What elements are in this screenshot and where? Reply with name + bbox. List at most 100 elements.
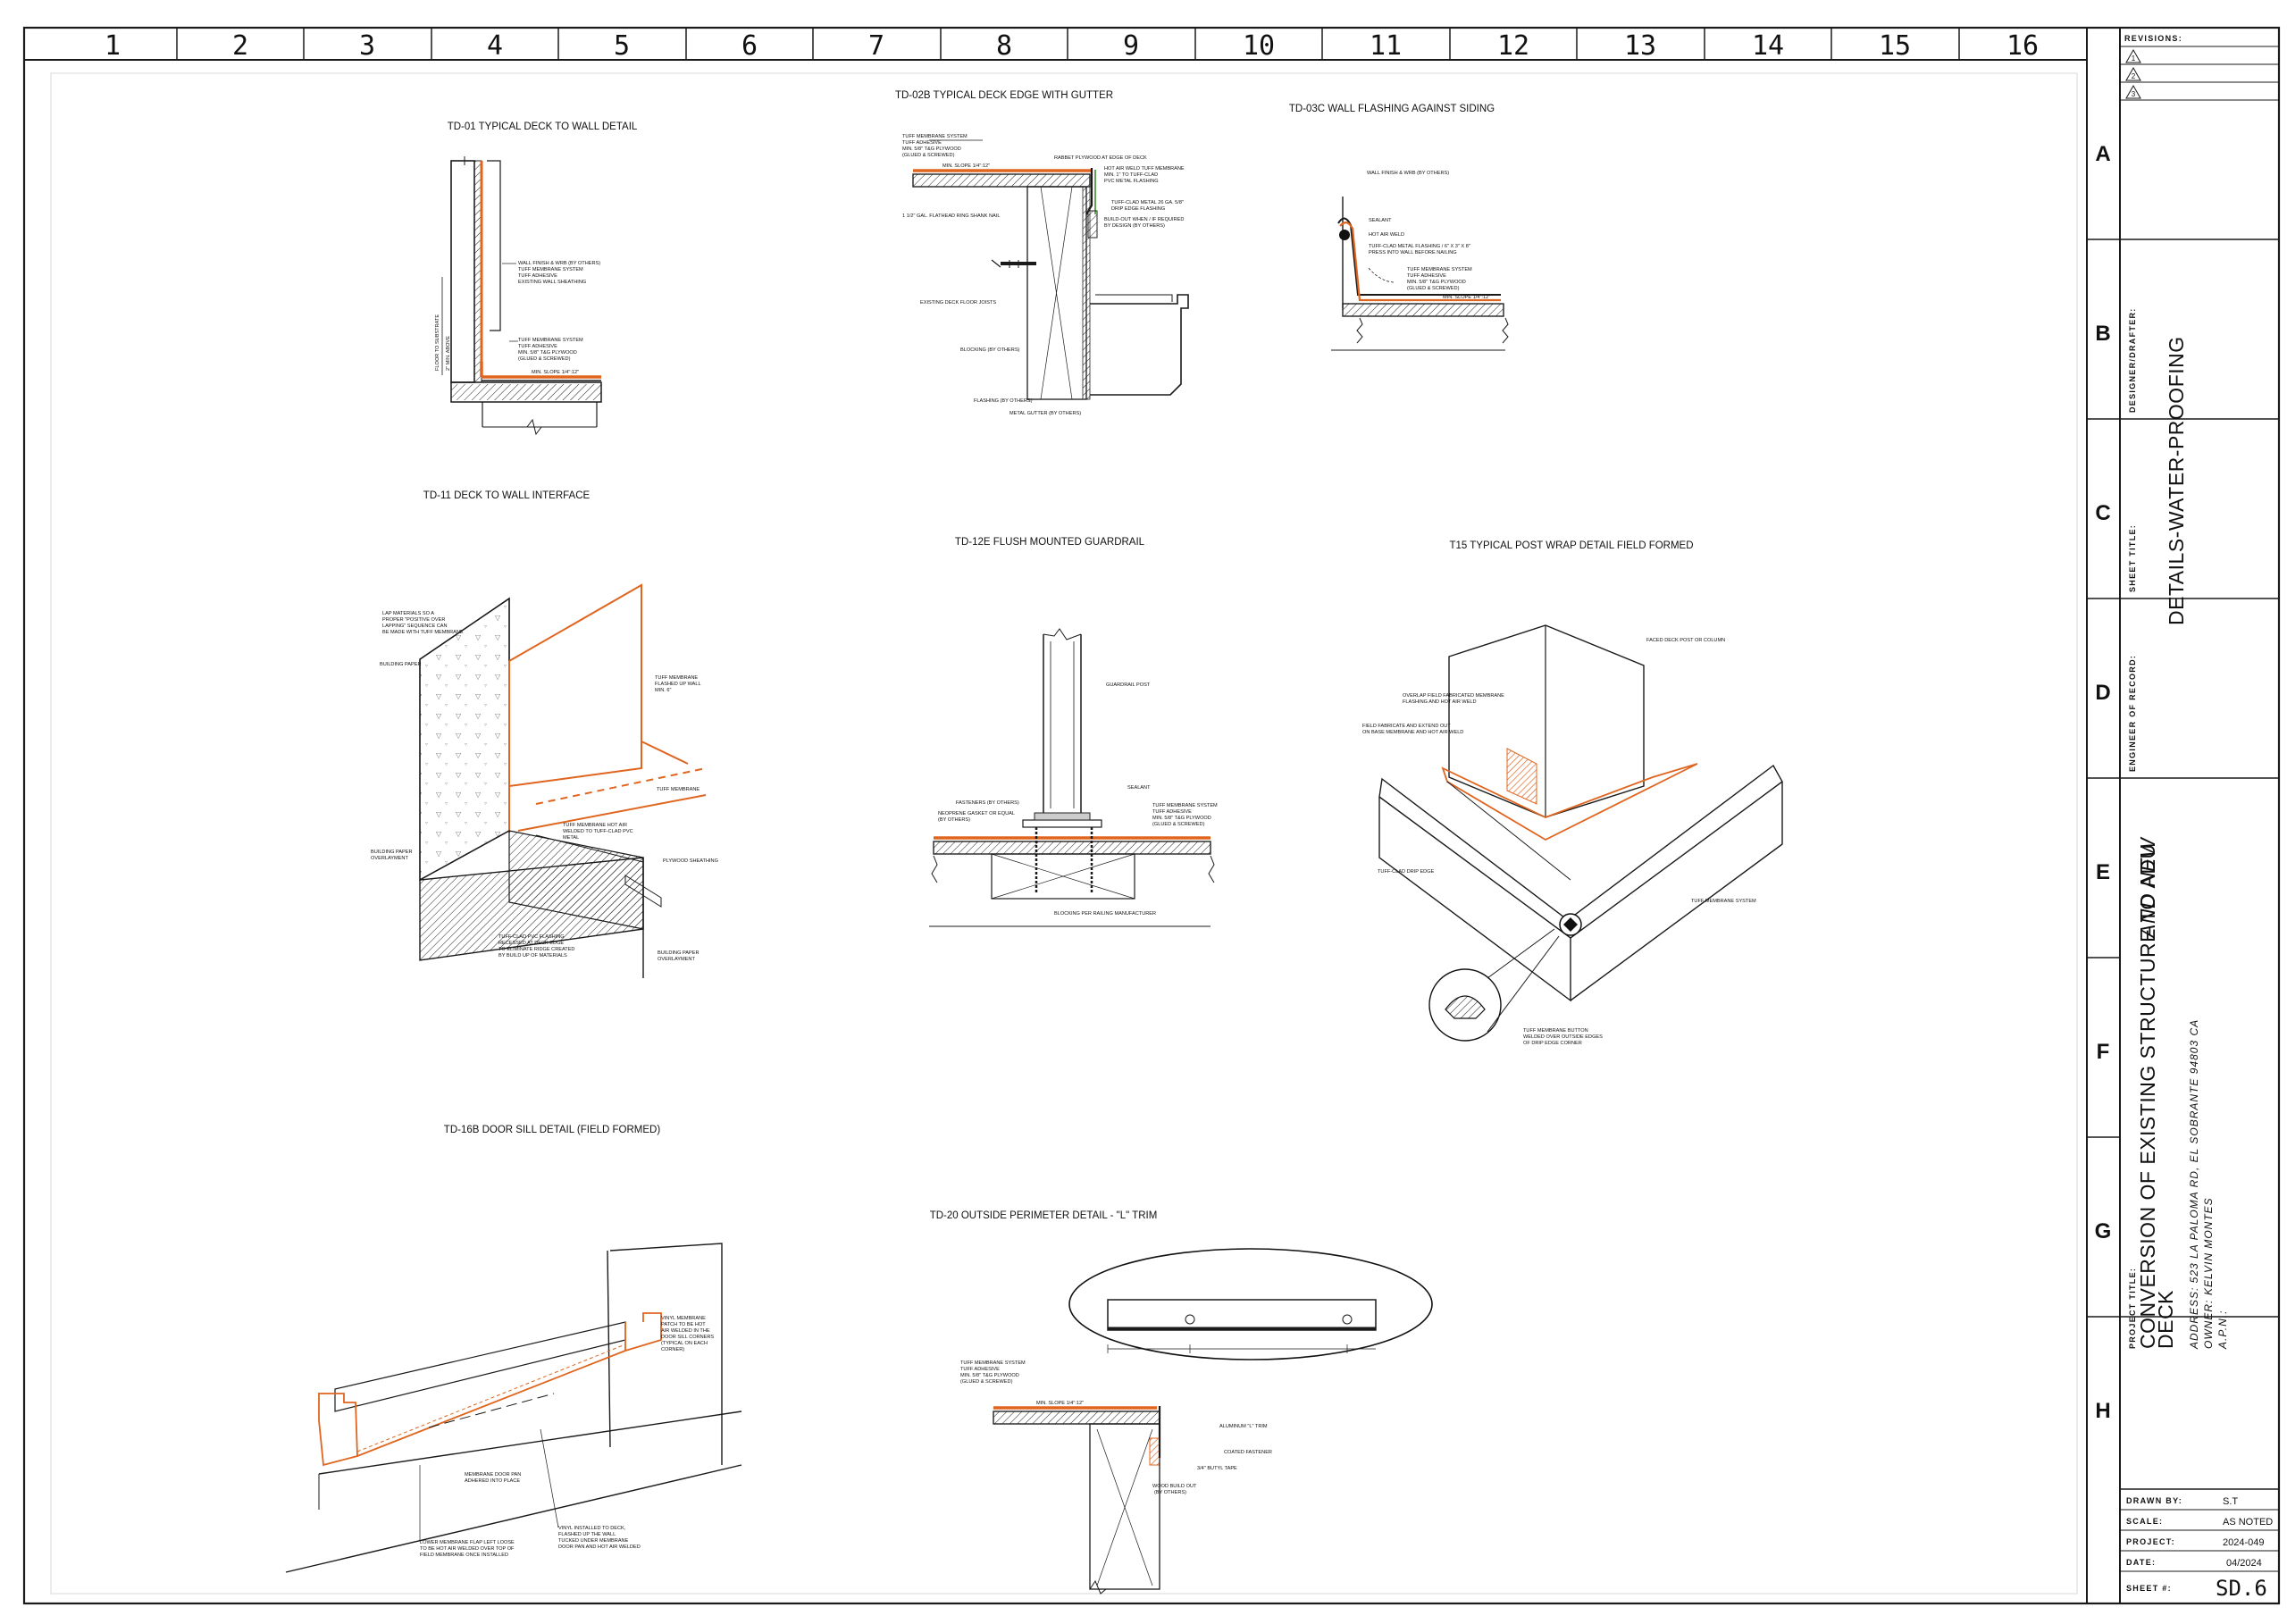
revision-delta-icon [2125,48,2141,63]
callout: PRESS INTO WALL BEFORE NAILING [1369,250,1457,255]
column-number: 3 [359,30,375,62]
callout: MIN. 5/8" T&G PLYWOOD [902,146,961,152]
revisions-label: REVISIONS: [2124,34,2182,43]
callout: TUFF ADHESIVE [518,273,557,279]
callout: TUFF-CLAD METAL 26 GA. 5/8" [1111,200,1184,205]
column-number: 8 [996,30,1012,62]
callout: OVERLAYMENT [658,957,695,962]
callout: MIN. 5/8" T&G PLYWOOD [1152,816,1211,821]
callout: SEALANT [1369,218,1392,223]
row-letter: G [2095,1219,2112,1243]
sealant-bead [1339,230,1350,240]
column-number: 11 [1370,30,1402,62]
sheet-title: DETAILS-WATER-PROOFING [2165,336,2188,625]
drawn-by-value: S.T [2223,1496,2238,1507]
callout: PROPER "POSITIVE OVER [382,617,445,623]
sheet-number: SD.6 [2216,1576,2267,1601]
callout: (BY OTHERS) [938,817,970,823]
callout: METAL [563,835,579,841]
callout: SEALANT [1127,785,1151,791]
detail-title: TD-02B TYPICAL DECK EDGE WITH GUTTER [895,90,1113,101]
title-block: REVISIONS: 1 2 3 DESIGNER/DRAFTER: SHEET… [2120,34,2279,1601]
drawing-area [50,72,2078,1595]
revision-number: 2 [2132,72,2136,80]
dim-text: 2" MIN. ABOVE [446,336,451,371]
scale-value: AS NOTED [2223,1517,2273,1528]
row-letter: C [2095,501,2110,525]
callout: BY DESIGN (BY OTHERS) [1104,223,1165,229]
callout: TUFF MEMBRANE BUTTON [1523,1028,1588,1034]
project-title-label: PROJECT TITLE: [2128,1268,2137,1349]
callout: WELDED OVER OUTSIDE EDGES [1523,1034,1603,1040]
column-number: 7 [868,30,884,62]
callout: TUFF ADHESIVE [902,140,942,146]
project-title-line1: CONVERSION OF EXISTING STRUCTURE TO ADU [2136,843,2159,1349]
detail-td16b: TD-16B DOOR SILL DETAIL (FIELD FORMED) V… [285,1125,742,1573]
callout: OF DRIP EDGE CORNER [1523,1041,1582,1046]
date-label: DATE: [2126,1558,2156,1567]
designer-label: DESIGNER/DRAFTER: [2128,307,2137,413]
detail-td12e: TD-12E FLUSH MOUNTED GUARDRAIL GUARDRAIL… [929,537,1218,927]
callout: BLOCKING (BY OTHERS) [960,347,1020,353]
column-number: 14 [1752,30,1784,62]
callout: MIN. SLOPE 1/4":12" [1443,295,1490,300]
column-grid: 1 2 3 4 5 6 7 8 9 10 11 12 13 14 15 16 [105,28,2039,62]
owner-name: KELVIN MONTES [2202,1197,2215,1295]
callout: BE MADE WITH TUFF MEMBRANE [382,630,464,635]
sheet-number-label: SHEET #: [2126,1584,2172,1593]
detail-title: TD-03C WALL FLASHING AGAINST SIDING [1289,104,1495,114]
callout: AIR WELDED IN THE [661,1328,710,1334]
detail-title: TD-11 DECK TO WALL INTERFACE [423,490,591,501]
row-letter: D [2095,681,2110,705]
column-number: 10 [1243,30,1275,62]
callout: NEOPRENE GASKET OR EQUAL [938,811,1015,816]
callout: TUFF MEMBRANE SYSTEM [1152,803,1218,808]
callout: MIN. 1" TO TUFF-CLAD [1104,172,1158,178]
callout: (GLUED & SCREWED) [1407,286,1460,291]
callout: LAPPING" SEQUENCE CAN [382,624,448,629]
callout: TUFF MEMBRANE SYSTEM [902,134,968,139]
column-number: 4 [487,30,503,62]
column-number: 1 [105,30,121,62]
detail-td03c: TD-03C WALL FLASHING AGAINST SIDING WALL… [1289,104,1509,351]
callout: FLASHING AND HOT AIR WELD [1403,699,1477,705]
callout: TUFF-CLAD METAL FLASHING / 6" X 3" X 8" [1369,244,1470,249]
callout: TUFF MEMBRANE SYSTEM [1407,267,1472,272]
callout: OVERLAYMENT [371,856,408,861]
callout: DOOR PAN AND HOT AIR WELDED [558,1544,641,1550]
column-number: 12 [1497,30,1529,62]
project-address: ADDRESS: 523 LA PALOMA RD, EL SOBRANTE 9… [2188,1019,2200,1350]
project-title-line2: DECK [2154,1290,2177,1349]
row-letter: H [2095,1399,2110,1423]
detail-td20: TD-20 OUTSIDE PERIMETER DETAIL - "L" TRI… [930,1210,1433,1595]
callout: TUFF MEMBRANE [657,787,700,792]
project-title-and-new: AND NEW [2136,836,2159,940]
callout: RABBET PLYWOOD AT EDGE OF DECK [1054,155,1147,161]
nail-icon [1009,260,1028,268]
column-number: 5 [614,30,630,62]
callout: DRIP EDGE FLASHING [1111,206,1165,212]
callout: TUFF-CLAD PVC FLASHING [498,934,565,940]
callout: DOOR SILL CORNERS [661,1335,714,1340]
revision-delta-icon [2125,66,2141,81]
callout: FACED DECK POST OR COLUMN [1646,638,1725,643]
callout: (GLUED & SCREWED) [960,1379,1013,1385]
callout: MIN. 6" [655,688,671,693]
callout: TUFF MEMBRANE SYSTEM [960,1360,1026,1366]
callout: MIN. SLOPE 1/4":12" [532,370,579,375]
sheet-title-label: SHEET TITLE: [2128,524,2137,592]
callout: WALL FINISH & WRB (BY OTHERS) [518,261,600,266]
callout: TUFF-CLAD DRIP EDGE [1378,869,1435,875]
detail-td02b: TD-02B TYPICAL DECK EDGE WITH GUTTER TUF… [895,90,1189,416]
callout: TUFF ADHESIVE [1407,273,1446,279]
callout: BY BUILD UP OF MATERIALS [498,953,567,958]
callout: FASTENERS (BY OTHERS) [956,800,1019,806]
callout: EXISTING WALL SHEATHING [518,280,586,285]
sheet-border [22,26,2281,1605]
column-number: 9 [1123,30,1139,62]
callout: COATED FASTENER [1224,1450,1272,1455]
callout: WELDED TO TUFF-CLAD PVC [563,829,633,834]
callout: TUFF MEMBRANE SYSTEM [1691,899,1756,904]
callout: RECESSED AT DECK EDGE [498,941,564,946]
callout: HOT AIR WELD TUFF MEMBRANE [1104,166,1185,172]
